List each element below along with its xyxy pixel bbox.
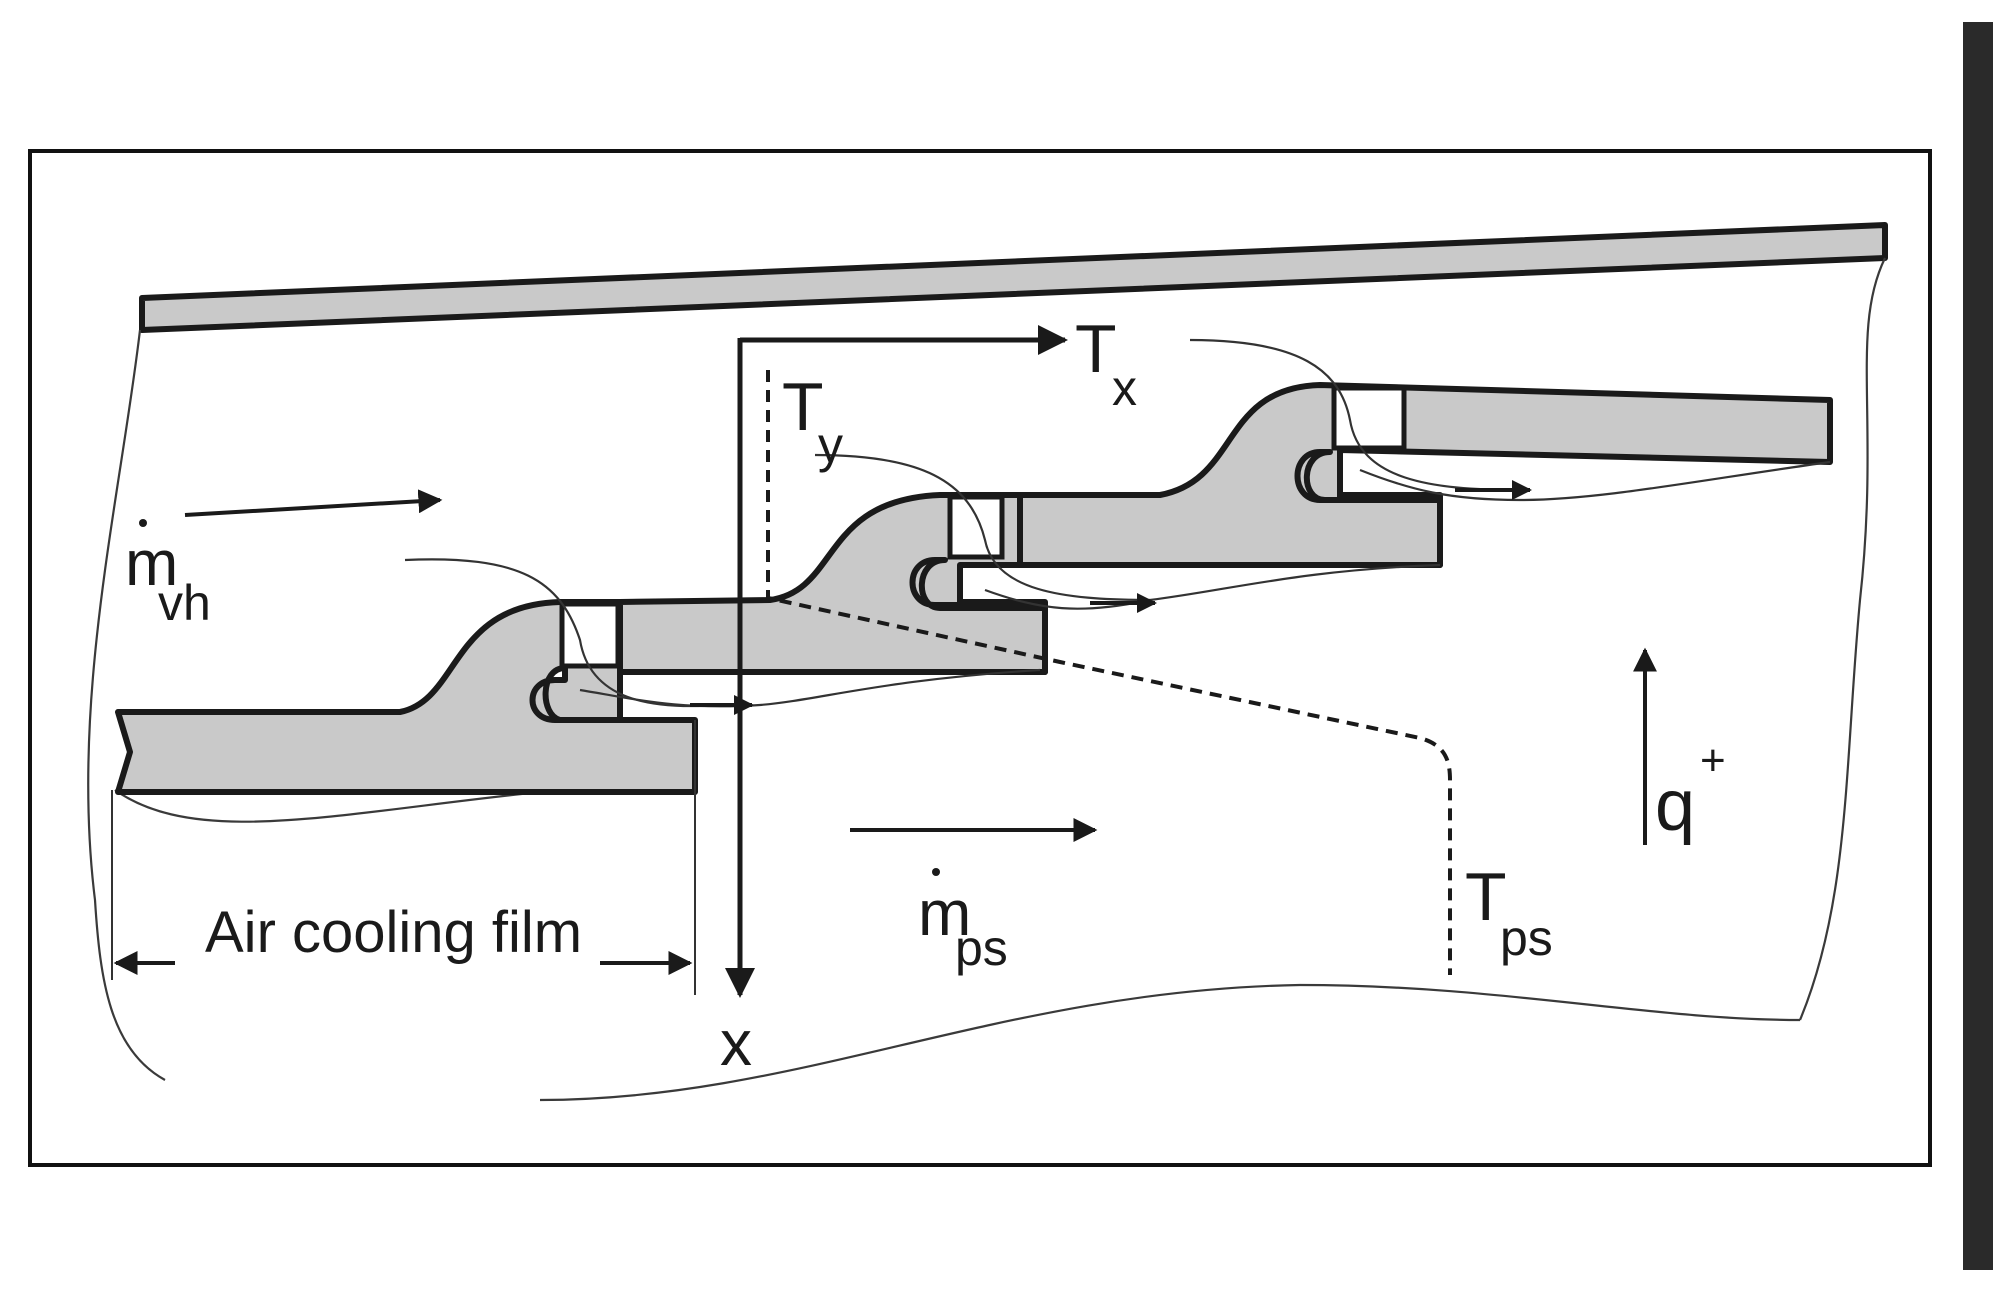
page-edge-bar xyxy=(1963,22,1993,1270)
film-streamline-1 xyxy=(404,558,721,708)
liner-segment-3 xyxy=(1017,382,1833,568)
q-base: q xyxy=(1655,766,1695,846)
bottom-boundary-curve xyxy=(539,983,1801,1102)
film-streamline-3 xyxy=(1189,338,1521,492)
t-y-sub: y xyxy=(818,417,843,473)
film-streamline-2 xyxy=(814,453,1151,602)
lower-liner-curve xyxy=(114,788,561,823)
cooling-slot-1 xyxy=(559,601,621,669)
film-streamline-2b xyxy=(984,563,1441,610)
m-vh-arrow xyxy=(184,489,443,517)
t-ps-base: T xyxy=(1465,859,1507,935)
label-m-ps: m ps xyxy=(918,868,1008,976)
left-boundary-curve xyxy=(87,329,166,1081)
label-t-ps: T ps xyxy=(1465,859,1553,966)
figure-frame xyxy=(28,149,1932,1167)
right-boundary-curve xyxy=(1798,257,1886,1021)
m-ps-sub: ps xyxy=(955,920,1008,976)
t-x-sub: x xyxy=(1112,360,1137,416)
m-ps-dot xyxy=(932,868,940,876)
film-streamline-3b xyxy=(1359,460,1831,502)
temperature-profile-dashed xyxy=(766,370,1452,975)
label-q-plus: q + xyxy=(1655,736,1726,846)
cooling-slot-2 xyxy=(947,494,1005,560)
label-t-y: T y xyxy=(782,369,843,473)
label-x-axis: x xyxy=(720,1007,752,1079)
label-t-x: T x xyxy=(1075,311,1137,416)
m-vh-sub: vh xyxy=(158,575,211,631)
cooling-slot-3 xyxy=(1331,385,1407,451)
t-x-base: T xyxy=(1075,311,1117,387)
m-ps-base: m xyxy=(918,877,971,949)
q-sup: + xyxy=(1700,736,1726,785)
m-vh-base: m xyxy=(125,527,178,599)
label-m-vh: m vh xyxy=(125,519,211,631)
t-ps-sub: ps xyxy=(1500,910,1553,966)
film-streamline-1b xyxy=(579,668,1041,708)
outer-casing-plate xyxy=(139,222,1888,333)
label-air-cooling-film: Air cooling film xyxy=(205,900,582,965)
t-y-base: T xyxy=(782,369,824,445)
m-vh-dot xyxy=(139,519,147,527)
